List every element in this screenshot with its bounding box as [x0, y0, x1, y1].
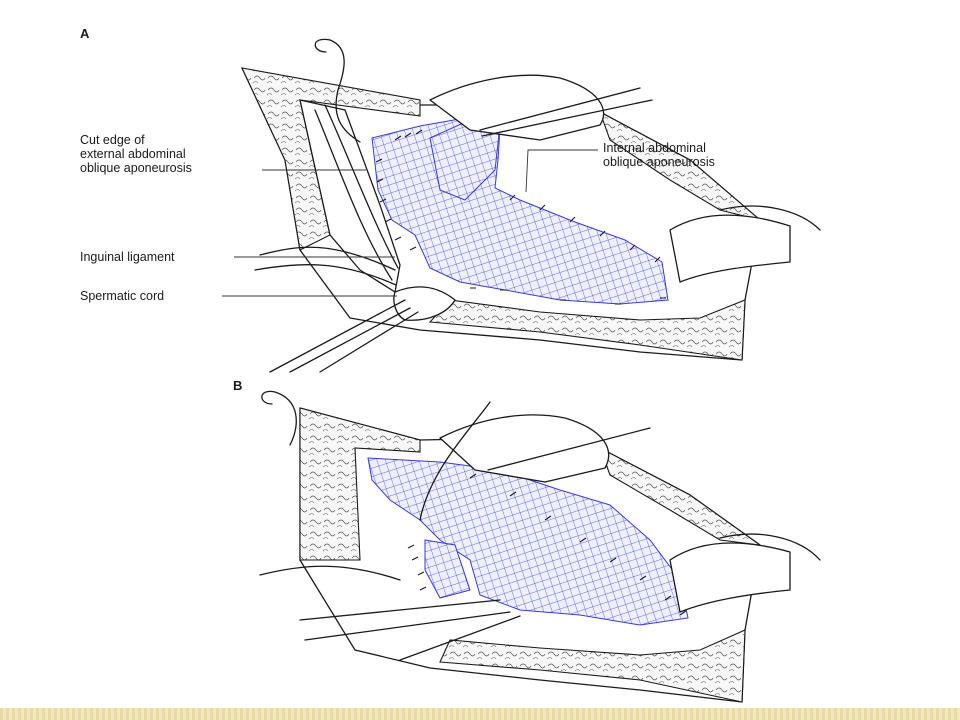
panel-a-letter: A	[80, 26, 90, 41]
cut-edge-label-line-1: Cut edge of	[80, 133, 145, 147]
panel-b-right-retractor	[669, 542, 791, 613]
cut-edge-label: Cut edge of external abdominal oblique a…	[80, 133, 192, 175]
panel-b-drawing	[259, 390, 821, 703]
panel-b-sutures	[407, 473, 687, 616]
footer-band	[0, 708, 960, 720]
panel-b-tissue-lower	[439, 629, 746, 703]
panel-a-spermatic-cord	[393, 286, 456, 321]
panel-b-letter: B	[233, 378, 243, 393]
panel-a-sutures	[375, 119, 666, 305]
cut-edge-label-line-2: external abdominal	[80, 147, 186, 161]
spermatic-cord-label: Spermatic cord	[80, 289, 165, 303]
panel-a-tissue-lower	[428, 299, 746, 361]
panel-a-upper-retractor	[429, 74, 605, 141]
panel-a-drawing	[241, 38, 821, 373]
internal-oblique-label-line-1: Internal abdominal	[603, 141, 706, 155]
cut-edge-label-line-3: oblique aponeurosis	[80, 161, 192, 175]
panel-b-tissue-right	[598, 446, 761, 546]
internal-oblique-label-line-2: oblique aponeurosis	[603, 155, 715, 169]
panel-a-right-retractor	[669, 214, 791, 283]
panel-b-upper-retractor	[439, 414, 610, 483]
label-leader-lines	[222, 149, 598, 297]
internal-oblique-label: Internal abdominal oblique aponeurosis	[603, 141, 715, 169]
inguinal-ligament-label: Inguinal ligament	[80, 250, 175, 264]
panel-b-tissue-upper	[299, 407, 421, 561]
panel-b-mesh-tail	[424, 539, 471, 599]
panel-b-mesh	[367, 457, 689, 626]
